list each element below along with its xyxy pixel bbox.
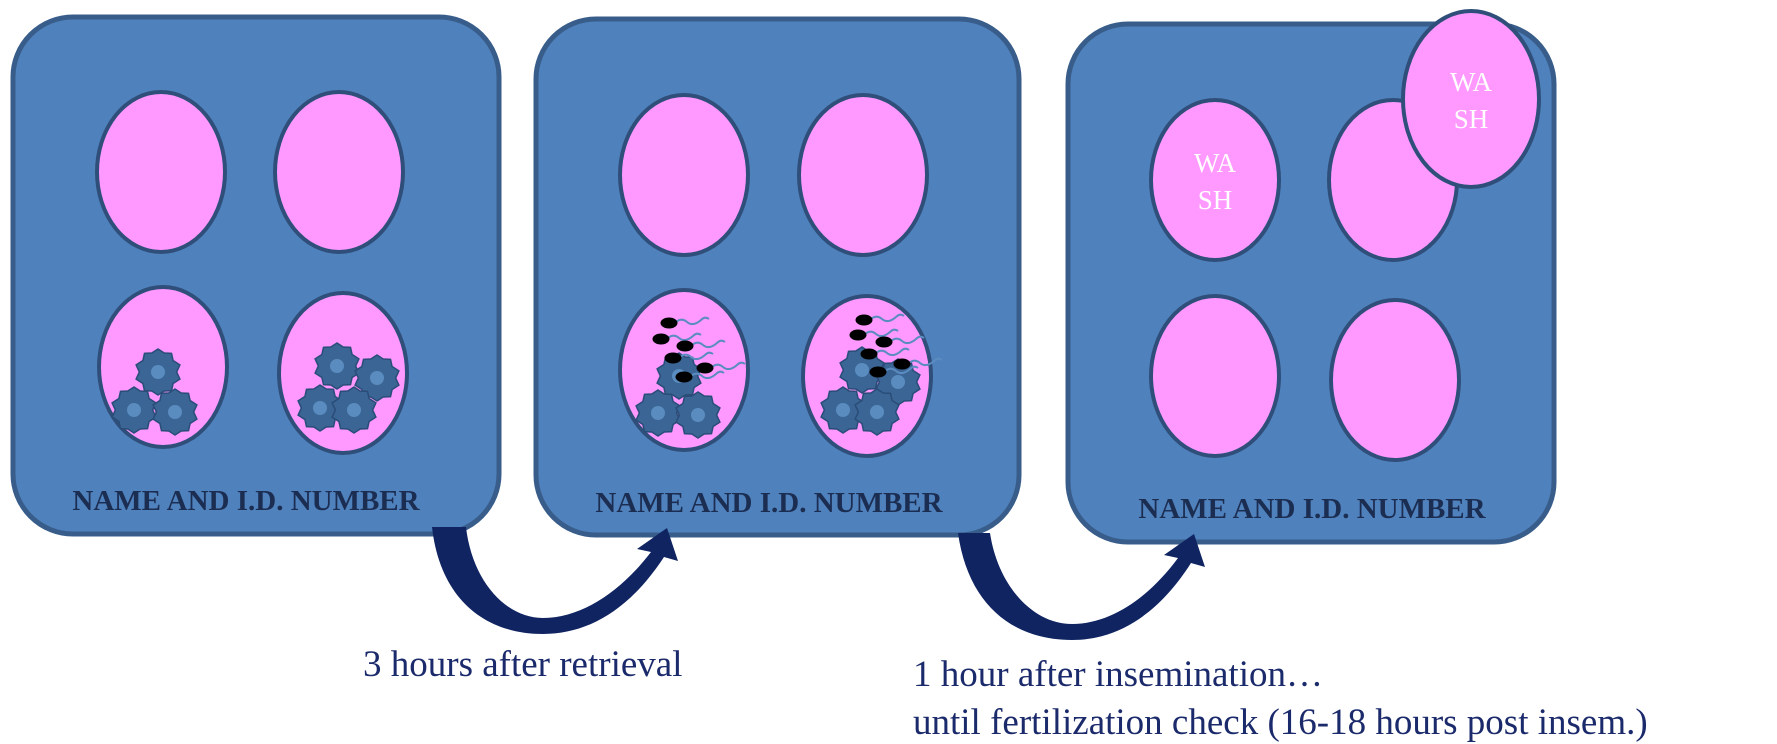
curved-arrow-icon <box>432 527 678 634</box>
well-2-top-left <box>618 93 750 257</box>
dish-2-body <box>533 16 1022 538</box>
well-3-bottom-right <box>1329 298 1461 462</box>
well-1-top-right <box>273 90 405 254</box>
well-1-top-left <box>95 90 227 254</box>
dish-3-label: NAME AND I.D. NUMBER <box>1138 493 1486 525</box>
well-2-top-right <box>797 93 929 257</box>
dish-3: WA SH WA SH NAME AND I.D. NUMBER <box>1065 9 1557 545</box>
dish-2-label: NAME AND I.D. NUMBER <box>595 487 943 519</box>
caption-step-2-line-2: until fertilization check (16-18 hours p… <box>913 702 1648 743</box>
wash-well-floating <box>1401 9 1541 189</box>
wash-label-1-line1: WA <box>1194 148 1236 178</box>
wash-label-1-line2: SH <box>1198 185 1233 215</box>
caption-step-2-line-1: 1 hour after insemination… <box>913 654 1323 695</box>
wash-label-2-line2: SH <box>1454 104 1489 134</box>
well-3-top-left <box>1149 98 1281 262</box>
wash-label-2-line1: WA <box>1450 67 1492 97</box>
curved-arrow-icon <box>958 533 1205 640</box>
dish-1: NAME AND I.D. NUMBER <box>10 14 502 537</box>
dish-1-body <box>10 14 502 537</box>
well-3-bottom-left <box>1149 294 1281 458</box>
dish-2: NAME AND I.D. NUMBER <box>533 16 1022 538</box>
caption-step-1: 3 hours after retrieval <box>363 644 683 685</box>
dish-1-label: NAME AND I.D. NUMBER <box>72 485 420 517</box>
